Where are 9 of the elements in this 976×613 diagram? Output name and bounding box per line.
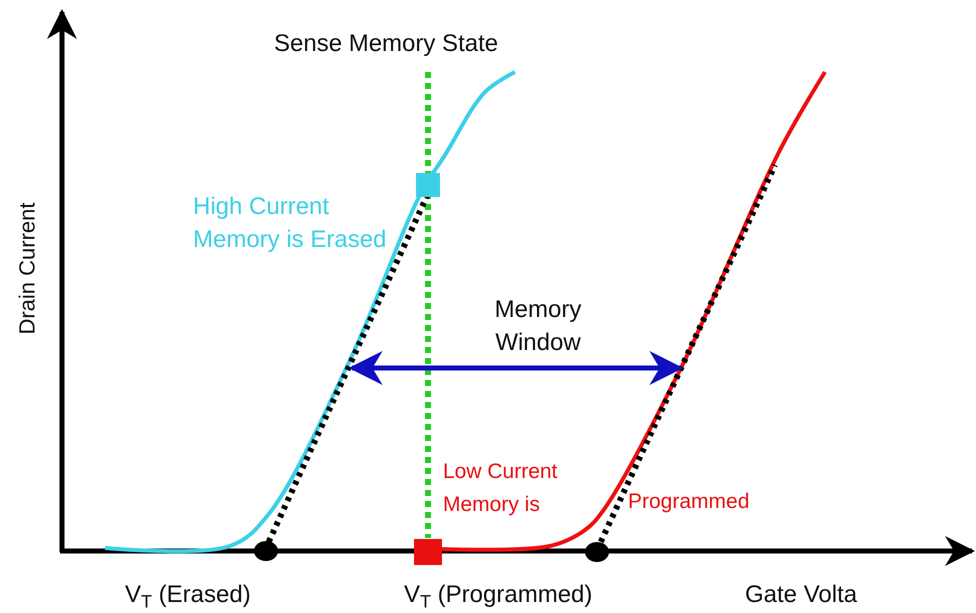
annotation: Low Current Memory is <box>443 459 558 518</box>
axis-label: V$_{T}$ (Erased) <box>125 580 251 613</box>
annotation: Programmed <box>628 489 750 515</box>
annotation: Memory Window <box>494 295 582 358</box>
chart-title: Sense Memory State <box>274 29 498 59</box>
axis-label: Gate Volta <box>745 580 858 610</box>
annotation: High Current Memory is Erased <box>193 192 388 255</box>
axis-label: Drain Current <box>14 201 40 337</box>
axis-label: V$_{T}$ (Programmed) <box>404 580 592 613</box>
